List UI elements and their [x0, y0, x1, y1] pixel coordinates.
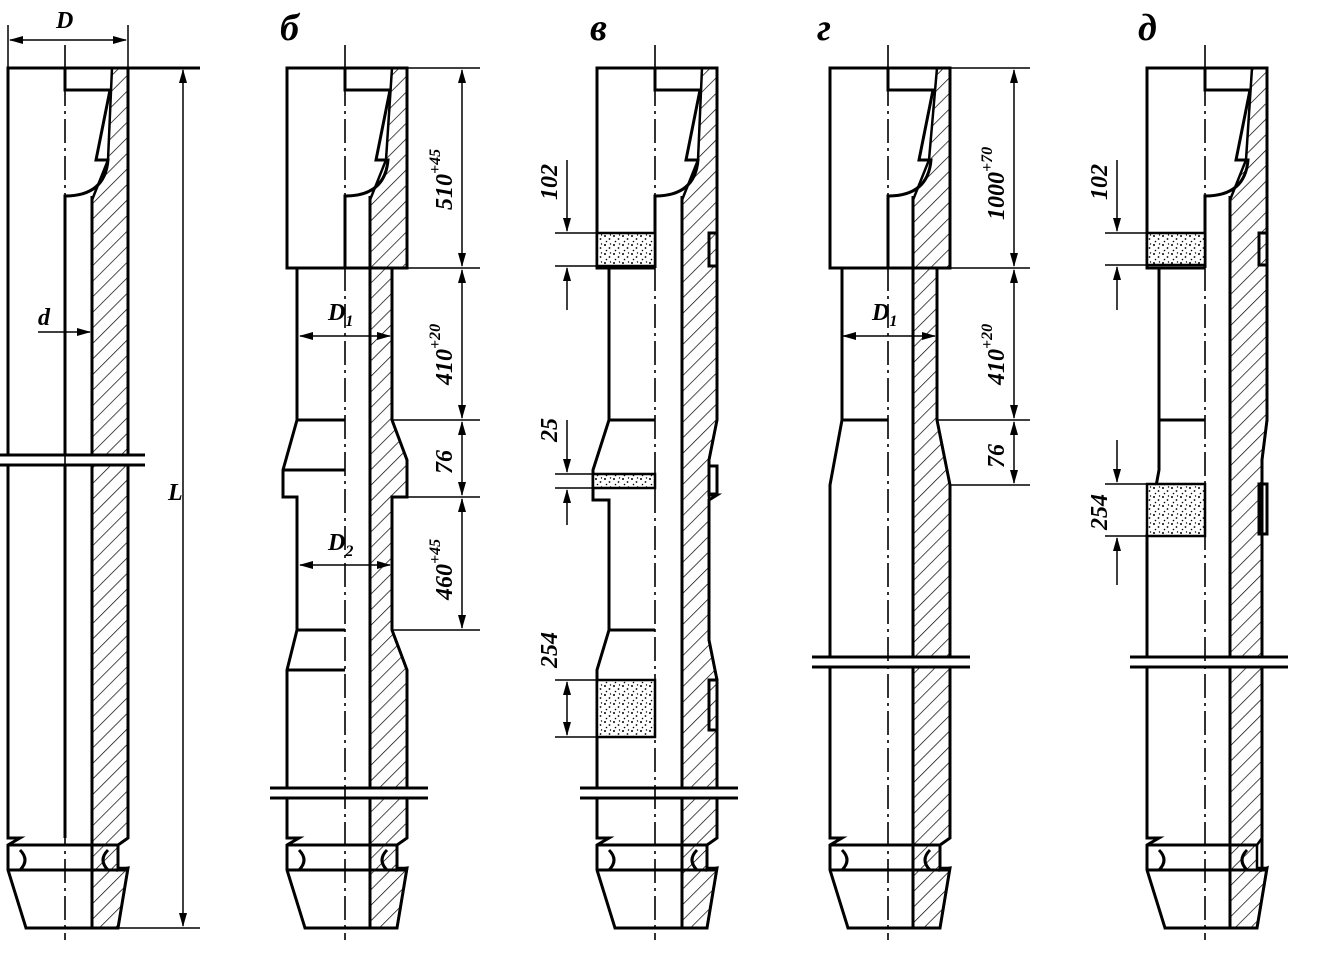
panel-b: б 510+45 410+20 76: [270, 7, 480, 940]
panel-label-b: б: [280, 7, 301, 49]
dim-g-text-1: 1000+70: [979, 147, 1010, 220]
pipe-g-pin-grooves: [830, 843, 950, 872]
pipe-v-break-gap: [580, 788, 738, 798]
panel-label-v: в: [590, 7, 607, 49]
pipe-v-bore: [653, 68, 702, 268]
panel-label-d: д: [1138, 7, 1157, 49]
dim-b-text-1: 510+45: [427, 149, 458, 210]
pipe-v-pin-grooves: [597, 843, 717, 872]
label-D: D: [55, 8, 73, 34]
pipe-d-wall-section: [1228, 66, 1269, 930]
panel-label-g: г: [817, 7, 831, 49]
pipe-a-wall-section: [90, 66, 130, 930]
label-d: d: [38, 305, 51, 331]
pipe-a-pin-grooves: [8, 843, 128, 872]
pipe-d-break-gap: [1130, 657, 1288, 667]
pipe-d-pin-grooves: [1147, 843, 1267, 872]
insert-d-right-2: [1257, 482, 1269, 536]
svg-text:410+20: 410+20: [979, 324, 1010, 386]
pipe-g-wall-section: [911, 66, 952, 930]
pipe-d-bore: [1203, 68, 1252, 268]
insert-v-right-1: [707, 231, 719, 268]
dim-d-text-2: 254: [1087, 494, 1113, 531]
panel-v: в 102 25 254: [537, 7, 738, 940]
dim-v-text-3: 254: [537, 632, 563, 669]
pipe-a-break-gap: [0, 455, 145, 465]
insert-d-1: [1145, 231, 1207, 267]
svg-text:1000+70: 1000+70: [979, 147, 1010, 220]
dim-g-text-2: 410+20: [979, 324, 1010, 386]
label-D1-g: D1: [871, 300, 897, 330]
dim-b-text-2: 410+20: [427, 324, 458, 386]
insert-d-right-1: [1257, 231, 1269, 267]
insert-v-right-3: [707, 678, 719, 732]
dim-v-text-2: 25: [537, 418, 563, 443]
dim-g-text-3: 76: [984, 444, 1010, 468]
label-L: L: [167, 480, 183, 506]
insert-v-3: [595, 678, 657, 739]
svg-text:25: 25: [537, 418, 563, 443]
dim-b-text-4: 460+45: [427, 539, 458, 601]
svg-text:102: 102: [537, 164, 563, 200]
pipe-b-break-gap: [270, 788, 428, 798]
pipe-b-pin-grooves: [287, 843, 407, 872]
svg-text:76: 76: [984, 444, 1010, 468]
pipe-a-bore: [63, 68, 112, 838]
dim-v-text-1: 102: [537, 164, 563, 200]
svg-text:510+45: 510+45: [427, 149, 458, 210]
svg-text:254: 254: [537, 632, 563, 669]
insert-d-2: [1145, 482, 1207, 538]
panel-d: д 102 254: [1087, 7, 1288, 940]
pipe-g-break-gap: [812, 657, 970, 667]
pipe-g-bore: [886, 68, 935, 268]
dim-b-text-3: 76: [432, 450, 458, 474]
svg-text:76: 76: [432, 450, 458, 474]
dim-d-text-1: 102: [1087, 164, 1113, 200]
insert-v-right-2: [707, 464, 719, 496]
svg-text:460+45: 460+45: [427, 539, 458, 601]
panel-g: г 1000+70 410+20 76 D1: [812, 7, 1030, 940]
svg-text:410+20: 410+20: [427, 324, 458, 386]
insert-v-2: [591, 472, 657, 490]
svg-text:102: 102: [1087, 164, 1113, 200]
pipe-b-bore: [343, 68, 392, 268]
svg-text:254: 254: [1087, 494, 1113, 531]
label-D1-b: D1: [327, 300, 353, 330]
insert-v-1: [595, 231, 657, 268]
panel-a: D d L: [0, 8, 200, 940]
label-D2-b: D2: [327, 530, 353, 560]
